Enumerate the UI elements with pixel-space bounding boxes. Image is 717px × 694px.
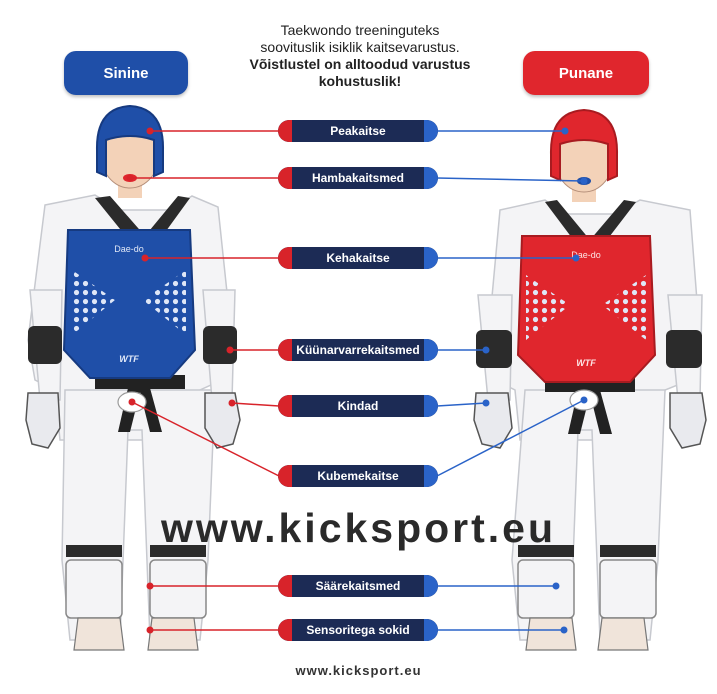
red-glove-right [669, 392, 707, 449]
red-sensor-socks [525, 617, 577, 651]
label-text: Kubemekaitse [317, 469, 399, 483]
watermark-url: www.kicksport.eu [160, 505, 557, 551]
label-text: Küünarvarrekaitsmed [296, 343, 420, 357]
intro-line-1: Taekwondo treeninguteks [280, 22, 440, 38]
intro-line-2: soovituslik isiklik kaitsevarustus. [260, 39, 460, 55]
footer-url: www.kicksport.eu [295, 663, 422, 678]
blue-glove-right [204, 392, 241, 449]
label-text: Sensoritega sokid [306, 623, 410, 637]
intro-text: Taekwondo treeninguteks soovituslik isik… [200, 22, 520, 90]
blue-vest-mark: WTF [119, 354, 139, 364]
red-vest-logo: Dae-do [571, 250, 601, 260]
red-vest-mark: WTF [576, 358, 596, 368]
label-shin-guards: Säärekaitsmed [278, 575, 438, 597]
red-shin-guard-right [599, 559, 657, 619]
label-chest-protector: Kehakaitse [278, 247, 438, 269]
label-text: Kehakaitse [326, 251, 390, 265]
intro-line-4: kohustuslik! [318, 73, 402, 89]
label-mouthguard: Hambakaitsmed [278, 167, 438, 189]
label-text: Hambakaitsmed [311, 171, 405, 185]
label-text: Kindad [337, 399, 379, 413]
blue-chest-protector [62, 229, 197, 379]
blue-glove-left [25, 392, 61, 449]
label-forearm-guards: Küünarvarrekaitsmed [278, 339, 438, 361]
blue-sensor-socks [73, 617, 125, 651]
label-text: Säärekaitsmed [315, 579, 401, 593]
blue-side-badge: Sinine [64, 51, 188, 95]
blue-shin-guard-right [149, 559, 207, 619]
red-fighter: Dae-do WTF [473, 108, 707, 651]
red-glove-left [473, 392, 513, 449]
blue-forearm-guard-right [203, 326, 237, 364]
blue-forearm-guard-left [28, 326, 62, 364]
blue-fighter: Dae-do WTF [25, 104, 241, 651]
connector-lines [130, 130, 585, 631]
red-chest-protector [516, 235, 657, 383]
red-shin-guard-left [517, 559, 575, 619]
label-text: Peakaitse [330, 124, 386, 138]
connector-dots [126, 127, 588, 634]
red-side-badge: Punane [523, 51, 649, 95]
label-gloves: Kindad [278, 395, 438, 417]
red-forearm-guard-right [666, 330, 702, 368]
intro-line-3: Võistlustel on alltoodud varustus [249, 56, 471, 72]
red-forearm-guard-left [476, 330, 512, 368]
blue-headgear [95, 104, 165, 178]
blue-shin-guard-left [65, 559, 123, 619]
label-sensor-socks: Sensoritega sokid [278, 619, 438, 641]
label-groin-guard: Kubemekaitse [278, 465, 438, 487]
red-headgear [549, 108, 619, 182]
blue-vest-logo: Dae-do [114, 244, 144, 254]
label-headgear: Peakaitse [278, 120, 438, 142]
